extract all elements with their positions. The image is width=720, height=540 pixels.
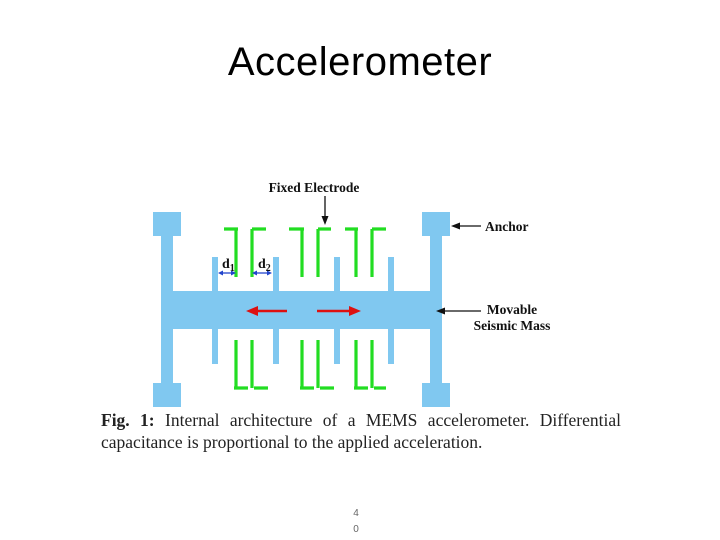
movable-pointer-head: [436, 307, 445, 315]
fixed-electrode-top-2: [250, 227, 266, 277]
force-arrow-right-head: [349, 306, 361, 316]
d2-sub: 2: [266, 263, 271, 274]
fixed-electrode-top-3: [289, 227, 304, 277]
fixed-electrode-bottom-5: [354, 340, 368, 390]
anchor-label: Anchor: [485, 219, 529, 234]
page-number-digit-2: 0: [353, 524, 359, 535]
fixed-electrode-bottom-6: [370, 340, 386, 390]
fixed-electrode-top-1: [224, 227, 238, 277]
d2-arrow-head-left: [252, 270, 257, 276]
fixed-electrode-pointer-head: [321, 216, 329, 225]
slide-title: Accelerometer: [227, 40, 493, 84]
movable-finger-top-1: [212, 257, 218, 293]
movable-finger-top-3: [334, 257, 340, 293]
fixed-electrode-bottom-3: [300, 340, 314, 390]
d2-label: d2: [258, 257, 271, 274]
d1-sub: 1: [230, 263, 235, 274]
movable-label-line1: Movable: [487, 302, 537, 317]
page-number: 4 0: [346, 506, 366, 538]
movable-finger-bottom-2: [273, 327, 279, 364]
movable-finger-top-4: [388, 257, 394, 293]
fixed-electrode-top-4: [316, 227, 331, 277]
annotation-arrows: [321, 196, 481, 315]
movable-finger-top-2: [273, 257, 279, 293]
seismic-mass-structure: [153, 212, 450, 407]
fixed-electrode-top-5: [345, 227, 358, 277]
d2-main: d: [258, 257, 266, 272]
d1-label: d1: [222, 257, 235, 274]
fixed-electrode-top-6: [370, 227, 386, 277]
spring-right: [430, 234, 442, 386]
fixed-electrode-label: Fixed Electrode: [269, 180, 360, 195]
movable-finger-bottom-3: [334, 327, 340, 364]
figure-caption: Fig. 1: Internal architecture of a MEMS …: [101, 409, 621, 453]
fixed-electrodes: [224, 227, 386, 390]
figure-caption-text: Internal architecture of a MEMS accelero…: [101, 410, 622, 452]
movable-finger-bottom-1: [212, 327, 218, 364]
d1-arrow-head-left: [218, 270, 223, 276]
fixed-electrode-bottom-4: [316, 340, 334, 390]
anchor-pointer-head: [451, 222, 460, 230]
force-arrow-left-head: [246, 306, 258, 316]
spring-left: [161, 234, 173, 386]
anchor-top-right: [422, 212, 450, 236]
d2-arrow-head-right: [267, 270, 272, 276]
movable-finger-bottom-4: [388, 327, 394, 364]
movable-label-line2: Seismic Mass: [474, 318, 551, 333]
gap-arrows: [218, 270, 272, 276]
fixed-electrode-bottom-2: [250, 340, 268, 390]
proof-mass-body: [173, 291, 430, 329]
page-number-digit-1: 4: [353, 508, 359, 519]
d1-arrow-head-right: [231, 270, 236, 276]
fixed-electrode-bottom-1: [234, 340, 248, 390]
anchor-bottom-right: [422, 383, 450, 407]
force-arrows: [246, 306, 361, 316]
anchor-top-left: [153, 212, 181, 236]
d1-main: d: [222, 257, 230, 272]
figure-label: Fig. 1:: [101, 410, 155, 430]
anchor-bottom-left: [153, 383, 181, 407]
